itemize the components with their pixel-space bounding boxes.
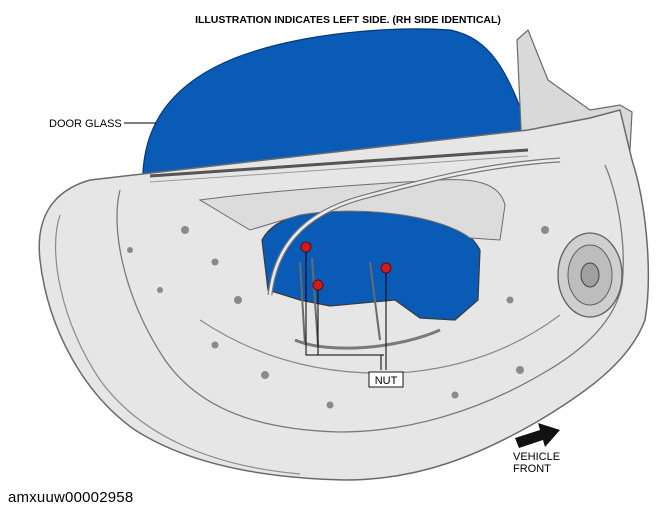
diagram-title: ILLUSTRATION INDICATES LEFT SIDE. (RH SI… (195, 14, 501, 26)
nut-label: NUT (375, 375, 398, 387)
nut-marker-upper-left (300, 241, 312, 253)
vehicle-front-label-line2: FRONT (513, 463, 551, 475)
inner-panel-lower (199, 314, 561, 374)
regulator-rail (299, 257, 381, 346)
speaker (557, 232, 623, 318)
belt-molding (149, 148, 529, 178)
document-id: amxuuw00002958 (8, 489, 134, 506)
belt-molding-inner (149, 155, 529, 183)
mounting-holes (127, 226, 549, 409)
nut-leader-lines (305, 252, 387, 370)
door-inner-frame (116, 164, 624, 433)
nut-marker-right (380, 262, 392, 274)
wire-harness-highlight (268, 158, 561, 296)
nut-label-box (368, 371, 404, 388)
door-glass-label: DOOR GLASS (49, 118, 122, 130)
door-glass-shape (142, 28, 529, 177)
door-outer-edge (55, 214, 301, 475)
nut-markers (300, 241, 392, 291)
inner-panel-rib-upper (198, 179, 506, 241)
regulator-bracket (294, 328, 441, 350)
vehicle-front-label-line1: VEHICLE (513, 451, 560, 463)
vehicle-front-arrow-icon (515, 423, 560, 448)
nut-marker-lower-left (312, 279, 324, 291)
